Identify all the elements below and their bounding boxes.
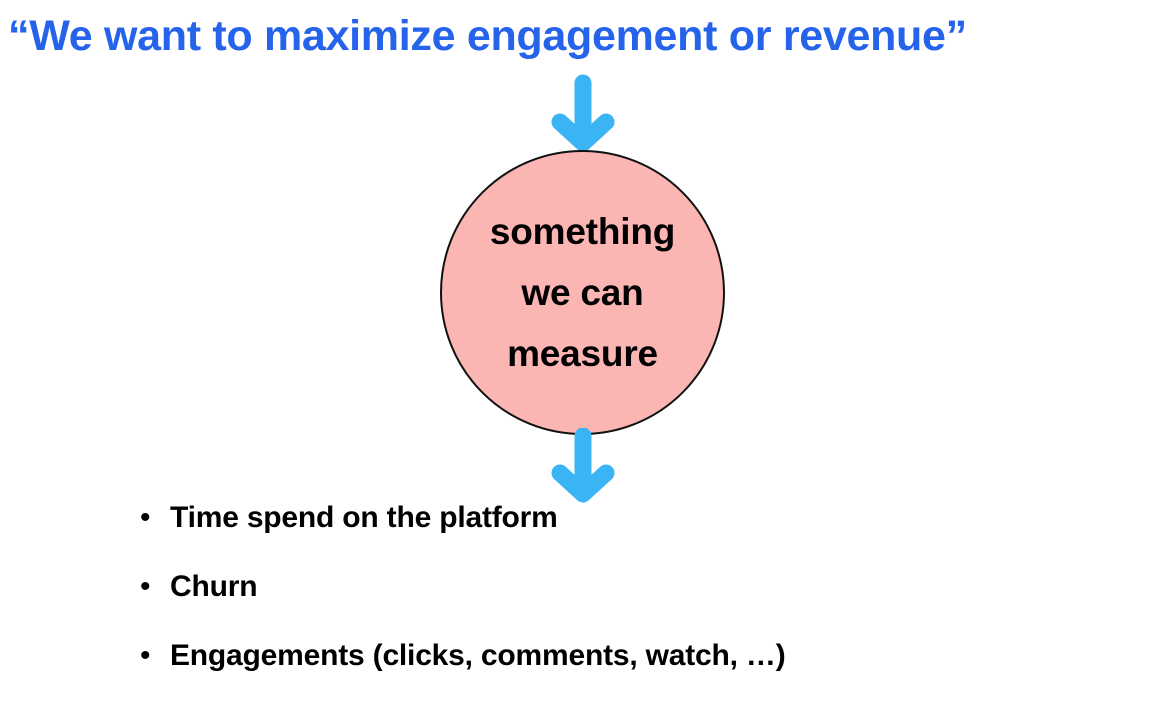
list-item: • Engagements (clicks, comments, watch, … — [140, 641, 1120, 701]
arrow-down-top-icon — [551, 74, 615, 152]
bullet-marker-icon: • — [140, 639, 151, 672]
page-title: “We want to maximize engagement or reven… — [8, 12, 967, 60]
node-line-3: measure — [507, 333, 658, 375]
arrow-down-bottom-icon — [551, 428, 615, 503]
bullet-marker-icon: • — [140, 570, 151, 603]
list-item-label: Engagements (clicks, comments, watch, …) — [170, 639, 786, 672]
list-item: • Time spend on the platform — [140, 503, 1120, 572]
list-item-label: Churn — [170, 570, 258, 603]
metrics-bullet-list: • Time spend on the platform • Churn • E… — [140, 503, 1120, 701]
measurable-node: something we can measure — [440, 150, 725, 435]
node-line-2: we can — [521, 271, 644, 313]
list-item-label: Time spend on the platform — [170, 501, 558, 534]
list-item: • Churn — [140, 572, 1120, 641]
node-line-1: something — [489, 210, 676, 252]
bullet-marker-icon: • — [140, 501, 151, 534]
